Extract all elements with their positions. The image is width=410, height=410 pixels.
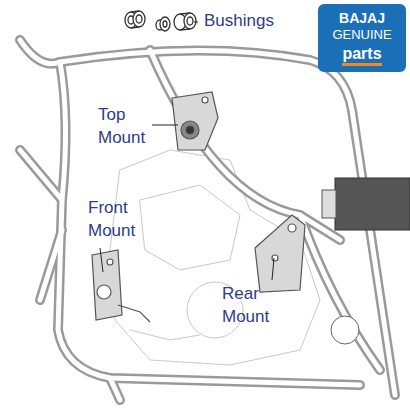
gauge-symbol: [331, 316, 359, 344]
leader-lines: [100, 22, 274, 280]
part-label: Front Mount: [88, 196, 148, 242]
front-mount-plate: [92, 250, 150, 322]
brand-text: parts: [342, 44, 381, 66]
part-label: Rear Mount: [222, 282, 282, 328]
battery-box: [322, 178, 410, 230]
part-label: Bushings: [204, 9, 324, 32]
rear-mount-plate: [255, 215, 305, 292]
top-mount-bracket: [172, 92, 218, 150]
brand-text: GENUINE: [322, 27, 402, 43]
brand-logo: BAJAJGENUINEparts: [318, 4, 406, 72]
brand-name: BAJAJ: [322, 10, 402, 27]
part-label: Top Mount: [98, 103, 158, 149]
bushings-icon: [125, 11, 196, 31]
